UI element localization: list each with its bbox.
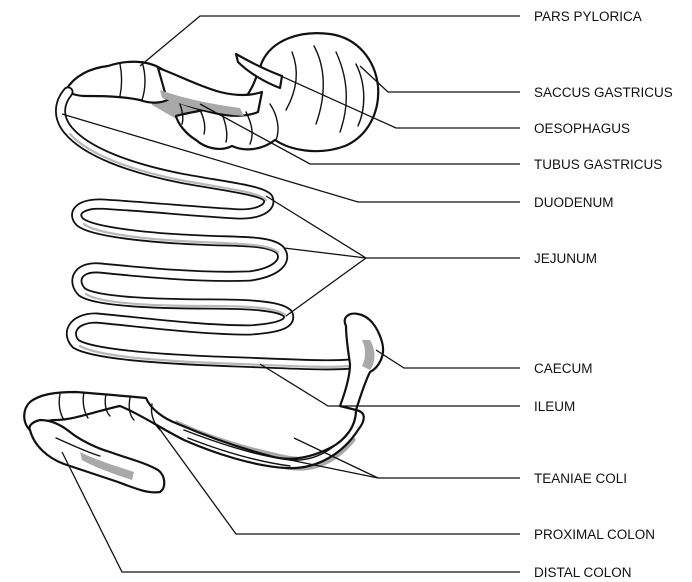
label-tubus-gastricus: TUBUS GASTRICUS xyxy=(534,157,662,172)
label-saccus-gastricus: SACCUS GASTRICUS xyxy=(534,85,673,100)
label-teaniae-coli: TEANIAE COLI xyxy=(534,471,627,486)
leader-jejunum-3 xyxy=(286,258,366,316)
labels: PARS PYLORICA SACCUS GASTRICUS OESOPHAGU… xyxy=(534,9,673,580)
label-duodenum: DUODENUM xyxy=(534,195,614,210)
distal-colon-shape xyxy=(29,420,164,492)
leader-jejunum-2 xyxy=(284,248,366,258)
label-caecum: CAECUM xyxy=(534,361,593,376)
label-pars-pylorica: PARS PYLORICA xyxy=(534,9,642,24)
label-distal-colon: DISTAL COLON xyxy=(534,565,632,580)
stomach xyxy=(66,33,378,151)
label-oesophagus: OESOPHAGUS xyxy=(534,121,630,136)
leader-saccus-gastricus xyxy=(360,66,520,92)
label-ileum: ILEUM xyxy=(534,399,575,414)
leader-ileum xyxy=(260,364,520,406)
label-proximal-colon: PROXIMAL COLON xyxy=(534,527,655,542)
leader-caecum xyxy=(376,350,520,368)
label-jejunum: JEJUNUM xyxy=(534,251,597,266)
leader-jejunum-1 xyxy=(266,196,520,258)
